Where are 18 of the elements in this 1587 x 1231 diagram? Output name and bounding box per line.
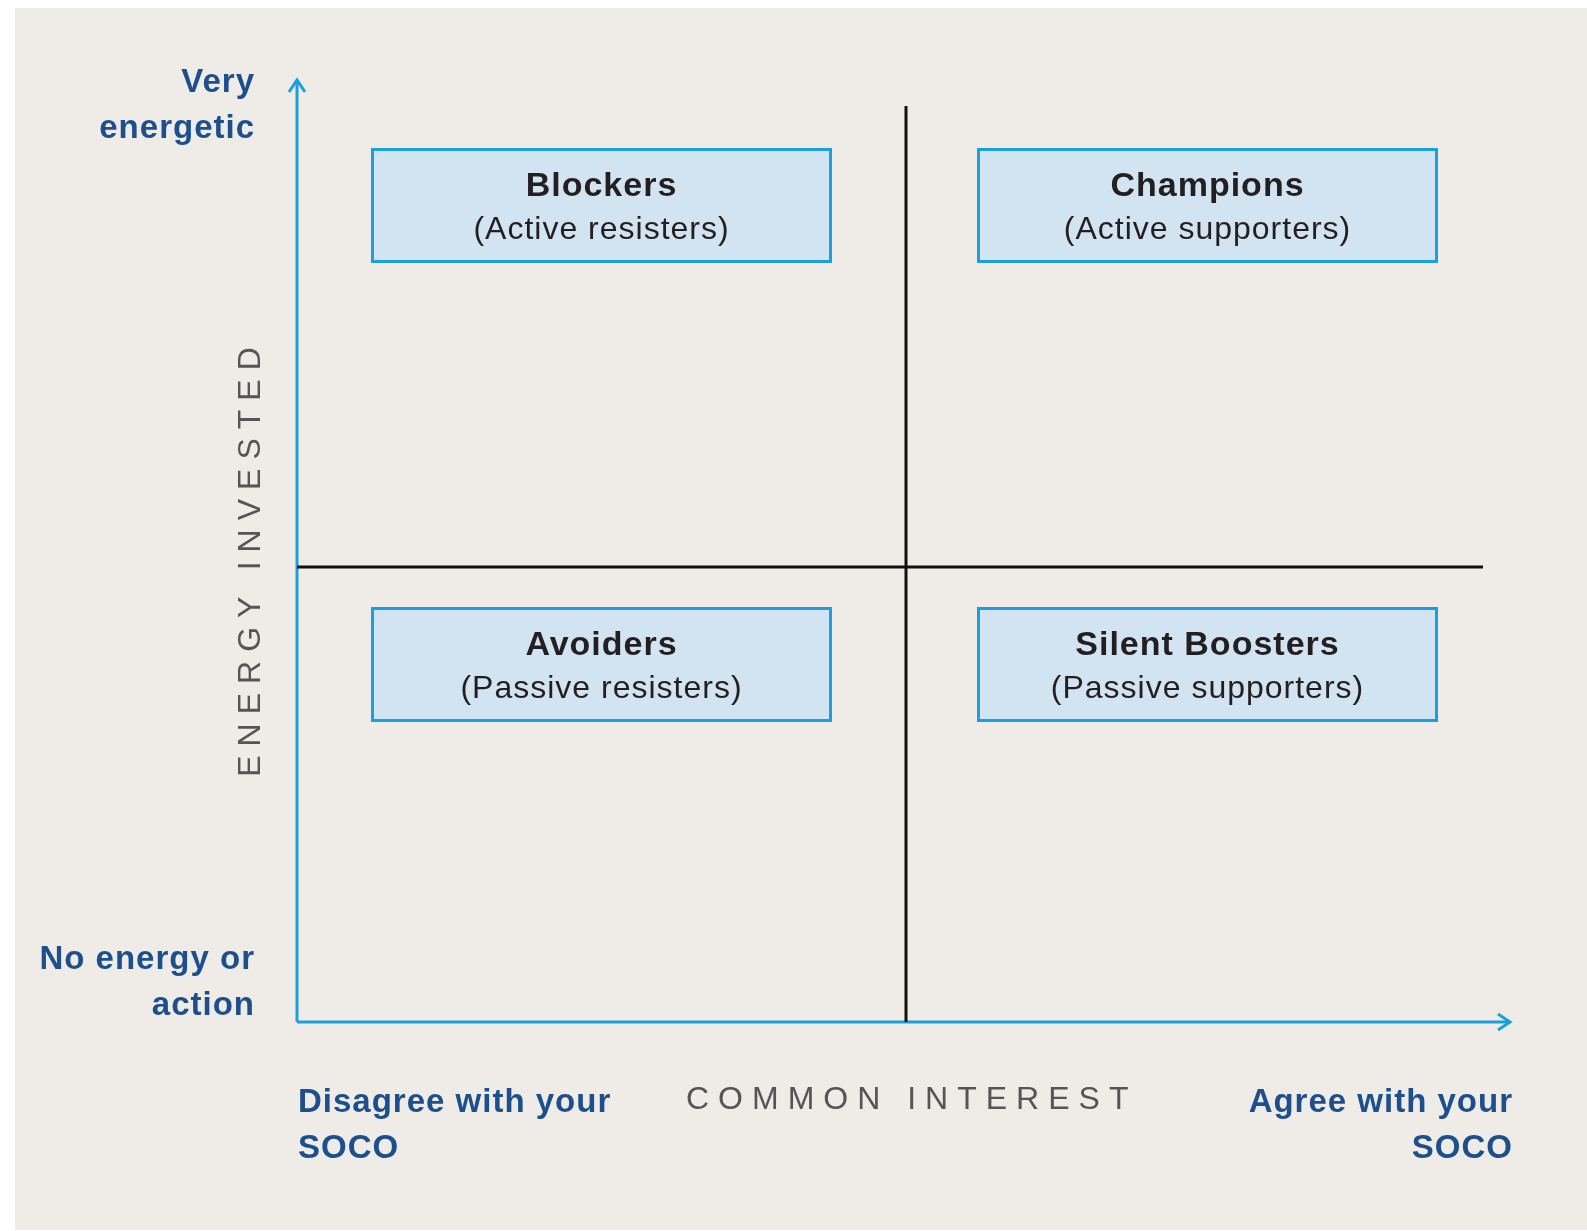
- category-box: [371, 148, 832, 263]
- category-box: [977, 607, 1438, 722]
- category-box: [371, 607, 832, 722]
- category-box: [977, 148, 1438, 263]
- category-subtitle: (Passive supporters): [1050, 668, 1365, 706]
- category-title: Silent Boosters: [1075, 623, 1340, 663]
- category-title: Avoiders: [525, 623, 678, 663]
- category-title: Champions: [1110, 164, 1305, 204]
- axis-end-label: Disagree with your SOCO: [298, 1081, 613, 1167]
- axis-title: COMMON INTEREST: [686, 1080, 1138, 1117]
- category-title: Blockers: [525, 164, 678, 204]
- category-subtitle: (Passive resisters): [460, 668, 743, 706]
- axis-end-label: No energy or action: [38, 938, 255, 1024]
- axis-end-label: Very energetic: [98, 61, 255, 147]
- axis-end-label: Agree with your SOCO: [1247, 1081, 1513, 1167]
- axis-title: ENERGY INVESTED: [230, 337, 268, 777]
- category-subtitle: (Active resisters): [473, 209, 730, 247]
- category-subtitle: (Active supporters): [1063, 209, 1352, 247]
